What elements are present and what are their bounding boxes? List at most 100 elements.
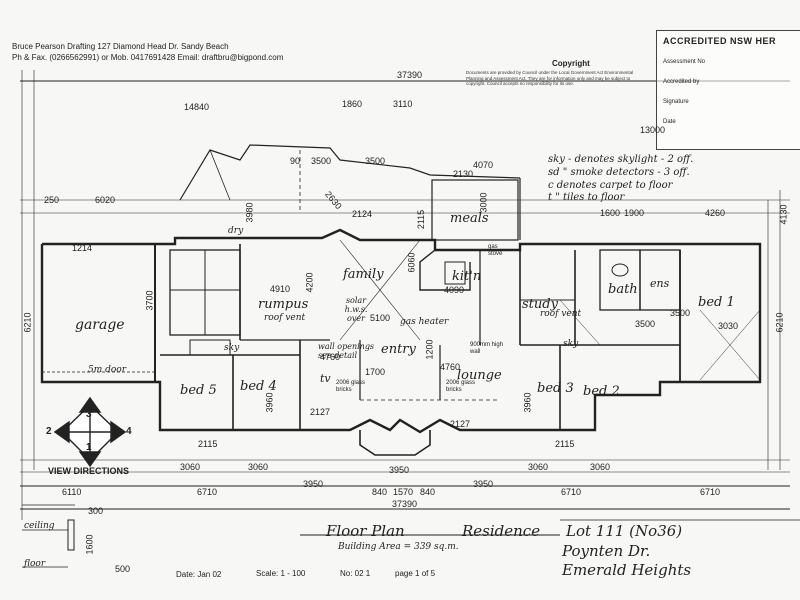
room-bath: bath — [608, 282, 638, 297]
view-direction-3: 3 — [86, 409, 92, 420]
stamp-line-accredited: Accredited by — [663, 79, 700, 85]
title-date: Date: Jan 02 — [176, 570, 222, 579]
dim-2124-sd: 2124 — [352, 209, 373, 219]
dim-6110: 6110 — [62, 487, 82, 497]
dim-3500-c: 3500 — [635, 319, 656, 329]
room-entry: entry — [381, 342, 416, 357]
dim-1700: 1700 — [365, 367, 386, 377]
dim-3060-a: 3060 — [180, 462, 201, 472]
dim-5100: 5100 — [370, 313, 391, 323]
label-roof-vent-right: roof vent — [540, 309, 582, 319]
label-high-wall: 900mm high wall — [470, 342, 504, 355]
stamp-line-assessment: Assessment No — [663, 59, 706, 65]
dim-4760-left: 4760 — [320, 352, 341, 362]
room-tv: tv — [320, 372, 331, 385]
room-family: family — [343, 267, 384, 282]
stamp-title: ACCREDITED NSW HER — [663, 36, 777, 46]
legend-carpet: c denotes carpet to floor — [548, 180, 673, 191]
dim-3500-d: 3500 — [670, 308, 691, 318]
dim-overall-top: 37390 — [397, 70, 423, 80]
room-bed1: bed 1 — [698, 295, 735, 310]
dim-3030: 3030 — [718, 321, 739, 331]
dim-1200: 1200 — [424, 339, 435, 360]
dim-1600-section: 1600 — [84, 534, 95, 555]
dim-250-left: 250 — [44, 195, 60, 205]
label-skylight-right: sky — [563, 339, 579, 349]
dim-3980: 3980 — [244, 202, 255, 223]
accreditation-stamp: ACCREDITED NSW HER Assessment No Accredi… — [656, 30, 800, 150]
title-drawing-number: No: 02 1 — [340, 569, 371, 578]
label-gas-heater: gas heater — [400, 317, 449, 327]
dim-3500-b: 3500 — [365, 156, 386, 166]
room-rumpus: rumpus — [258, 297, 309, 312]
dim-3960-right: 3960 — [522, 392, 533, 413]
dim-4910: 4910 — [270, 284, 291, 294]
dim-4070: 4070 — [473, 160, 494, 170]
title-lot: Lot 111 (No36) — [566, 522, 683, 540]
drafting-contact-line: Ph & Fax. (0266562991) or Mob. 041769142… — [12, 53, 284, 62]
dim-1570: 1570 — [393, 487, 414, 497]
dim-300: 300 — [88, 506, 104, 516]
label-garage-door: 5m door — [88, 365, 127, 375]
room-bed2: bed 2 — [583, 384, 620, 399]
dim-6710-c: 6710 — [700, 487, 721, 497]
room-ensuite: ens — [650, 277, 670, 290]
dim-6060: 6060 — [406, 252, 417, 273]
dim-6210-left: 6210 — [22, 312, 33, 333]
room-study: study — [522, 297, 558, 312]
title-page-number: page 1 of 5 — [395, 569, 436, 578]
title-floor-plan: Floor Plan — [326, 522, 405, 540]
dim-3110: 3110 — [393, 99, 413, 109]
title-building-area: Building Area = 339 sq.m. — [338, 542, 459, 552]
dim-3000: 3000 — [478, 192, 489, 213]
title-residence: Residence — [462, 522, 541, 540]
stamp-line-date: Date — [663, 119, 676, 125]
dim-2115-c: 2115 — [555, 439, 575, 449]
dim-3060-b: 3060 — [248, 462, 269, 472]
dim-3060-c: 3060 — [528, 462, 549, 472]
dim-2127-right: 2127 — [450, 419, 471, 429]
label-glass-bricks-right: 2006 glass bricks — [446, 380, 476, 393]
dim-840-b: 840 — [420, 487, 436, 497]
dim-4760-right: 4760 — [440, 362, 461, 372]
room-bed5: bed 5 — [180, 383, 217, 398]
dim-1860: 1860 — [342, 99, 363, 109]
dim-3950-a: 3950 — [303, 479, 324, 489]
label-floor: floor — [24, 559, 46, 569]
label-gas-stove: gas stove — [488, 244, 503, 257]
title-street: Poynten Dr. — [562, 542, 651, 560]
dim-90: 90 — [290, 156, 301, 166]
view-direction-4: 4 — [126, 426, 132, 437]
dim-6710-a: 6710 — [197, 487, 218, 497]
room-garage: garage — [75, 317, 125, 333]
dim-2130: 2130 — [453, 169, 474, 179]
label-skylight-left: sky — [224, 343, 240, 353]
view-directions-compass — [53, 396, 127, 468]
title-scale: Scale: 1 - 100 — [256, 569, 306, 578]
view-direction-1: 1 — [86, 442, 92, 453]
view-directions-label: VIEW DIRECTIONS — [48, 466, 130, 476]
dim-1900: 1900 — [624, 208, 645, 218]
room-bed4: bed 4 — [240, 379, 277, 394]
room-lounge: lounge — [457, 368, 502, 383]
view-direction-2: 2 — [46, 426, 52, 437]
dim-13000: 13000 — [640, 125, 666, 135]
dim-6020: 6020 — [95, 195, 116, 205]
dim-3500-a: 3500 — [311, 156, 332, 166]
room-meals: meals — [450, 211, 489, 226]
stamp-line-signature: Signature — [663, 99, 689, 105]
dim-6210-right: 6210 — [774, 312, 785, 333]
dim-1600: 1600 — [600, 208, 621, 218]
dim-2115-v: 2115 — [416, 209, 427, 230]
dim-6710-b: 6710 — [561, 487, 582, 497]
dim-2115-b: 2115 — [198, 439, 218, 449]
label-solar-hws: solar h.w.s. over — [344, 296, 368, 323]
title-suburb: Emerald Heights — [562, 561, 692, 579]
legend-tiles: t " tiles to floor — [548, 192, 625, 203]
dim-4090: 4090 — [444, 285, 465, 295]
dim-4200: 4200 — [304, 272, 315, 293]
dim-3060-d: 3060 — [590, 462, 611, 472]
legend-skylight: sky - denotes skylight - 2 off. — [548, 154, 694, 165]
drafting-company-line: Bruce Pearson Drafting 127 Diamond Head … — [12, 42, 229, 51]
